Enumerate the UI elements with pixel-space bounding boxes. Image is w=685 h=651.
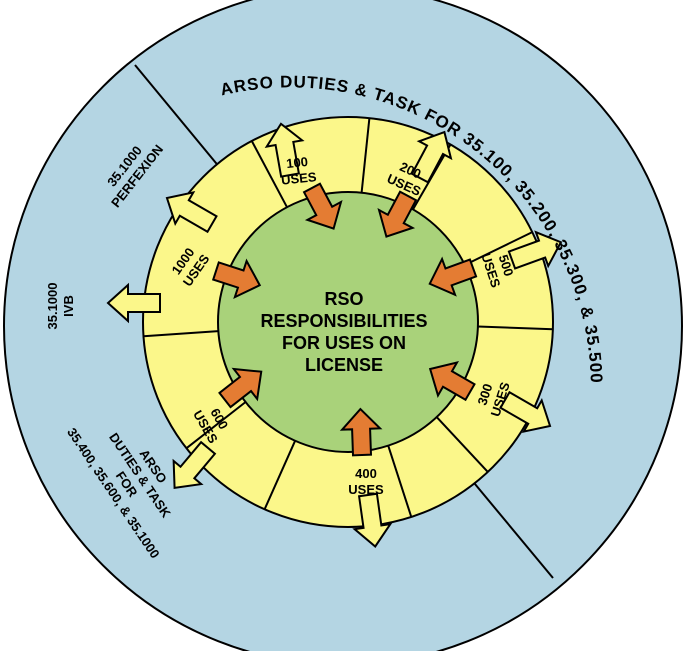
outward-arrow-1000-perfexion bbox=[165, 190, 218, 234]
uses-label-400: 400 USES bbox=[348, 466, 384, 497]
ring-divider bbox=[435, 416, 489, 473]
outward-arrow-200 bbox=[410, 130, 453, 184]
center-line-2: RESPONSIBILITIES bbox=[260, 311, 427, 331]
svg-text:400: 400 bbox=[355, 466, 377, 481]
center-label: RSO RESPONSIBILITIES FOR USES ON LICENSE bbox=[260, 289, 427, 375]
inward-arrows bbox=[211, 182, 478, 457]
inward-arrow-400 bbox=[339, 407, 383, 457]
svg-text:USES: USES bbox=[280, 169, 317, 188]
ring-divider bbox=[250, 140, 288, 208]
svg-text:500: 500 bbox=[496, 253, 517, 278]
outward-arrow-500 bbox=[507, 230, 563, 270]
inward-arrow-500 bbox=[428, 256, 478, 297]
uses-label-100: 100 USES bbox=[280, 154, 317, 188]
svg-text:300: 300 bbox=[474, 382, 495, 407]
ring-divider bbox=[387, 445, 413, 518]
ring-divider bbox=[477, 325, 553, 331]
svg-text:USES: USES bbox=[348, 482, 384, 497]
center-line-1: RSO bbox=[324, 289, 363, 309]
outer-divider-top bbox=[134, 64, 231, 181]
center-line-3: FOR USES ON bbox=[282, 333, 406, 353]
uses-label-1000: 1000 USES bbox=[169, 245, 213, 289]
ring-divider bbox=[185, 401, 247, 449]
inward-arrow-300 bbox=[428, 361, 476, 402]
ring-divider bbox=[464, 231, 533, 266]
inward-arrow-200 bbox=[377, 190, 418, 238]
uses-label-500: 500 USES bbox=[478, 251, 517, 290]
center-line-4: LICENSE bbox=[305, 355, 383, 375]
ring-divider bbox=[143, 330, 219, 338]
ivb-label: 35.1000 IVB bbox=[45, 283, 76, 330]
svg-text:100: 100 bbox=[286, 154, 309, 171]
outward-arrows bbox=[106, 122, 563, 548]
outward-arrow-1000-ivb bbox=[106, 282, 161, 324]
svg-text:IVB: IVB bbox=[61, 295, 76, 317]
ring-divider bbox=[263, 440, 297, 510]
svg-text:35.1000: 35.1000 bbox=[45, 283, 60, 330]
outward-arrow-100 bbox=[264, 122, 305, 178]
inward-arrow-1000 bbox=[211, 258, 262, 300]
outward-arrow-300 bbox=[499, 390, 552, 434]
center-circle bbox=[217, 191, 479, 453]
inward-arrow-600 bbox=[218, 367, 263, 409]
inward-arrow-100 bbox=[302, 182, 343, 230]
ring-divider bbox=[360, 117, 371, 193]
outer-divider-bottom bbox=[469, 477, 554, 579]
outward-arrow-400 bbox=[352, 492, 393, 548]
outward-arrow-600 bbox=[172, 440, 217, 489]
